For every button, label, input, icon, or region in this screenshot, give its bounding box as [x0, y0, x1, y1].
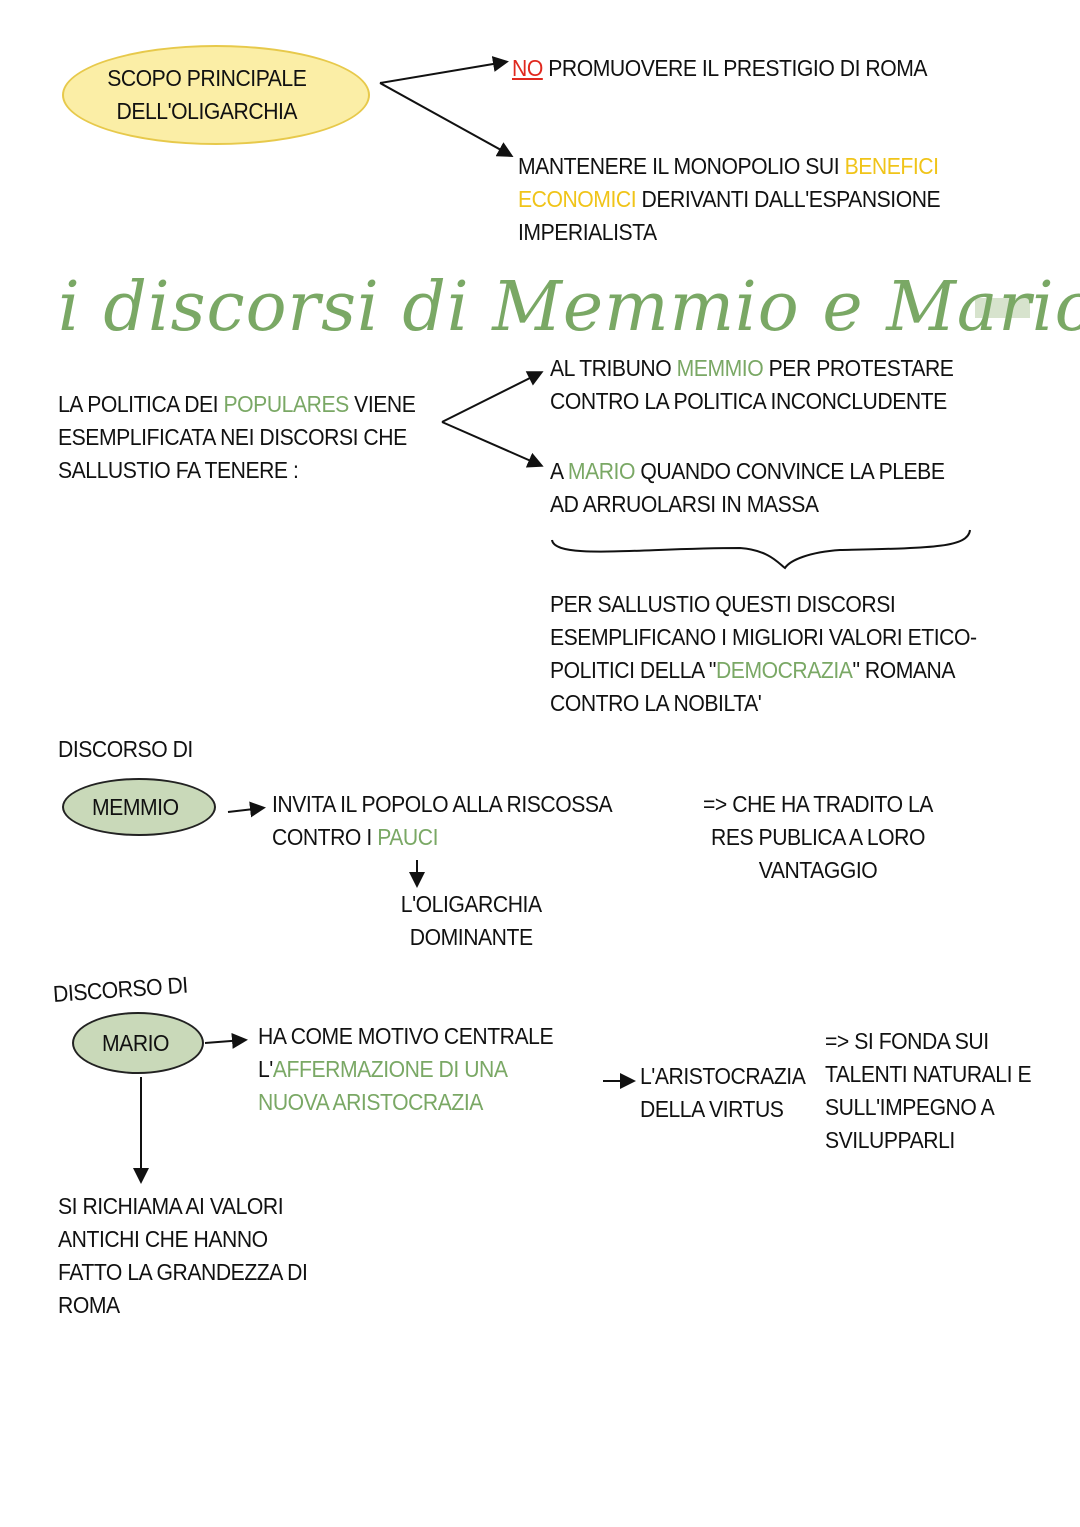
branch-no: No promuovere il prestigio di Roma — [512, 55, 928, 81]
bubble-scopo: Scopo principale dell'oligarchia — [62, 45, 370, 145]
summary-text: Per Sallustio questi discorsi esemplific… — [550, 591, 977, 716]
memmio-label: Discorso di — [58, 736, 193, 762]
page-title: i discorsi di Memmio e Mario — [58, 268, 1080, 347]
arrow-no — [379, 56, 509, 84]
memmio-result: => che ha tradito la res publica a loro … — [703, 791, 933, 883]
arrow-memmio — [441, 371, 544, 423]
bubble-mario: Mario — [72, 1012, 204, 1074]
arrow-mantenere — [379, 82, 514, 157]
mario-branch: a Mario quando convince la plebe ad arru… — [550, 458, 945, 517]
arrow-mario — [441, 421, 544, 468]
populares-text: La politica dei populares viene esemplif… — [58, 391, 416, 483]
mario-text: Ha come motivo centrale l'affermazione d… — [258, 1023, 554, 1115]
arrow-mario-text — [204, 1032, 248, 1049]
valori-text: Si richiama ai valori antichi che hanno … — [58, 1193, 308, 1318]
highlighter-mark — [975, 298, 1030, 318]
memmio-text: Invita il popolo alla riscossa contro i … — [272, 791, 612, 850]
arrow-memmio-text — [227, 801, 266, 818]
curly-brace — [551, 529, 971, 570]
branch-mantenere: Mantenere il monopolio sui benefici econ… — [518, 153, 941, 245]
pauci-note: l'oligarchia dominante — [400, 891, 542, 950]
fonda-text: => si fonda sui talenti naturali e sull'… — [825, 1028, 1032, 1153]
bubble-memmio: Memmio — [62, 778, 216, 836]
aristocrazia-virtus: l'aristocrazia della virtus — [640, 1063, 805, 1122]
memmio-branch: al tribuno Memmio per protestare contro … — [550, 355, 954, 414]
